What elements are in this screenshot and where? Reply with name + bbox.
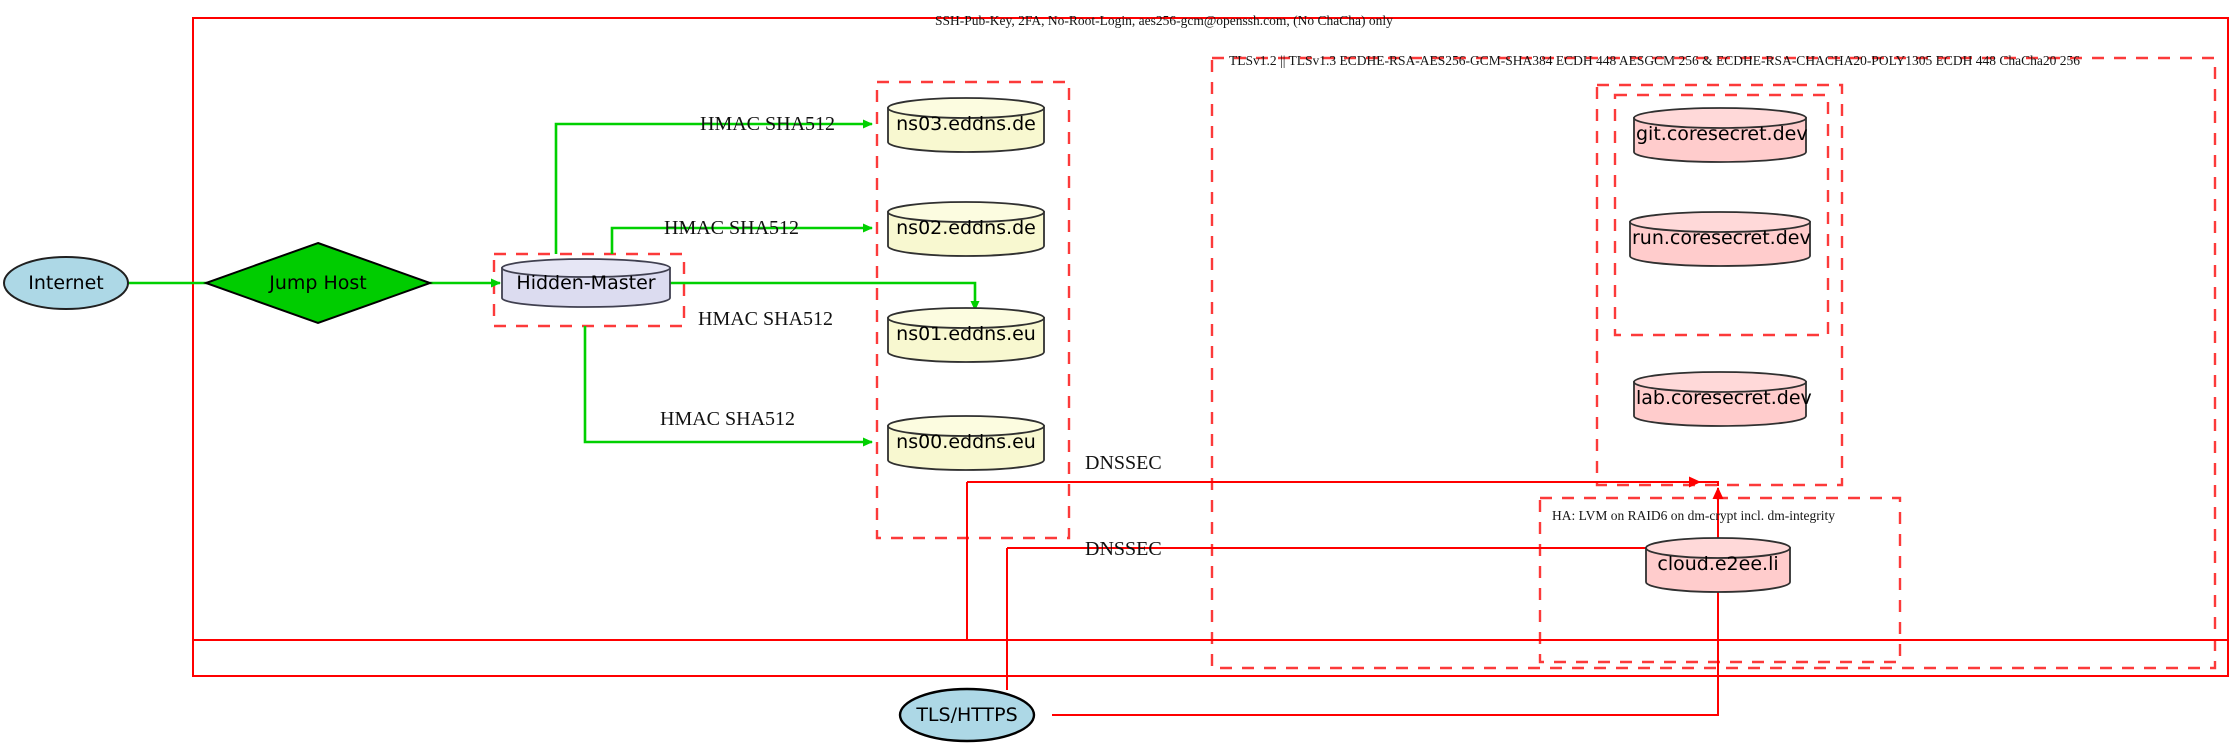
node-tls-https-label: TLS/HTTPS: [916, 704, 1018, 726]
node-ns01-label: ns01.eddns.eu: [896, 323, 1036, 345]
ha-policy-label: HA: LVM on RAID6 on dm-crypt incl. dm-in…: [1552, 508, 1835, 523]
node-jump-host-label: Jump Host: [269, 272, 367, 294]
edge-label-hmac-ns03: HMAC SHA512: [700, 113, 836, 135]
node-git-coresecret-label: git.coresecret.dev: [1636, 123, 1808, 145]
outer-boundary-box: [192, 17, 2229, 677]
node-internet[interactable]: [3, 256, 129, 310]
node-ns02[interactable]: [887, 201, 1045, 257]
node-cloud-e2ee[interactable]: [1645, 537, 1791, 593]
cluster-coresecret-outer: [1595, 83, 1844, 487]
cluster-coresecret-inner: [1613, 93, 1830, 337]
edge-label-dnssec-upper: DNSSEC: [1085, 452, 1162, 474]
node-cloud-e2ee-label: cloud.e2ee.li: [1657, 553, 1779, 575]
edge-label-hmac-ns00: HMAC SHA512: [660, 408, 796, 430]
edge-label-dnssec-lower: DNSSEC: [1085, 538, 1162, 560]
node-run-coresecret[interactable]: [1629, 211, 1811, 267]
node-ns00[interactable]: [887, 415, 1045, 471]
node-internet-label: Internet: [28, 272, 104, 294]
ssh-policy-label: SSH-Pub-Key, 2FA, No-Root-Login, aes256-…: [935, 13, 1393, 28]
node-lab-coresecret[interactable]: [1633, 371, 1807, 427]
edges-green: [120, 119, 980, 447]
node-ns03-label: ns03.eddns.de: [896, 113, 1036, 135]
edge-label-hmac-ns02: HMAC SHA512: [664, 217, 800, 239]
node-ns01[interactable]: [887, 307, 1045, 363]
node-ns03[interactable]: [887, 97, 1045, 153]
cluster-dns-servers: [875, 80, 1071, 540]
node-hidden-master[interactable]: [501, 258, 671, 308]
cluster-tls-zone: [1210, 56, 2217, 670]
edges-red: [193, 476, 2228, 716]
edge-label-hmac-ns01: HMAC SHA512: [698, 308, 834, 330]
cluster-hidden-master: [492, 252, 686, 328]
node-git-coresecret[interactable]: [1633, 107, 1807, 163]
node-ns02-label: ns02.eddns.de: [896, 217, 1036, 239]
node-jump-host[interactable]: [203, 241, 433, 325]
node-tls-https[interactable]: [898, 687, 1036, 743]
tls-policy-label: TLSv1.2 || TLSv1.3 ECDHE-RSA-AES256-GCM-…: [1229, 53, 2080, 68]
node-ns00-label: ns00.eddns.eu: [896, 431, 1036, 453]
node-hidden-master-label: Hidden-Master: [516, 272, 656, 294]
node-lab-coresecret-label: lab.coresecret.dev: [1636, 387, 1812, 409]
cluster-ha-zone: [1538, 496, 1902, 664]
node-run-coresecret-label: run.coresecret.dev: [1632, 227, 1811, 249]
